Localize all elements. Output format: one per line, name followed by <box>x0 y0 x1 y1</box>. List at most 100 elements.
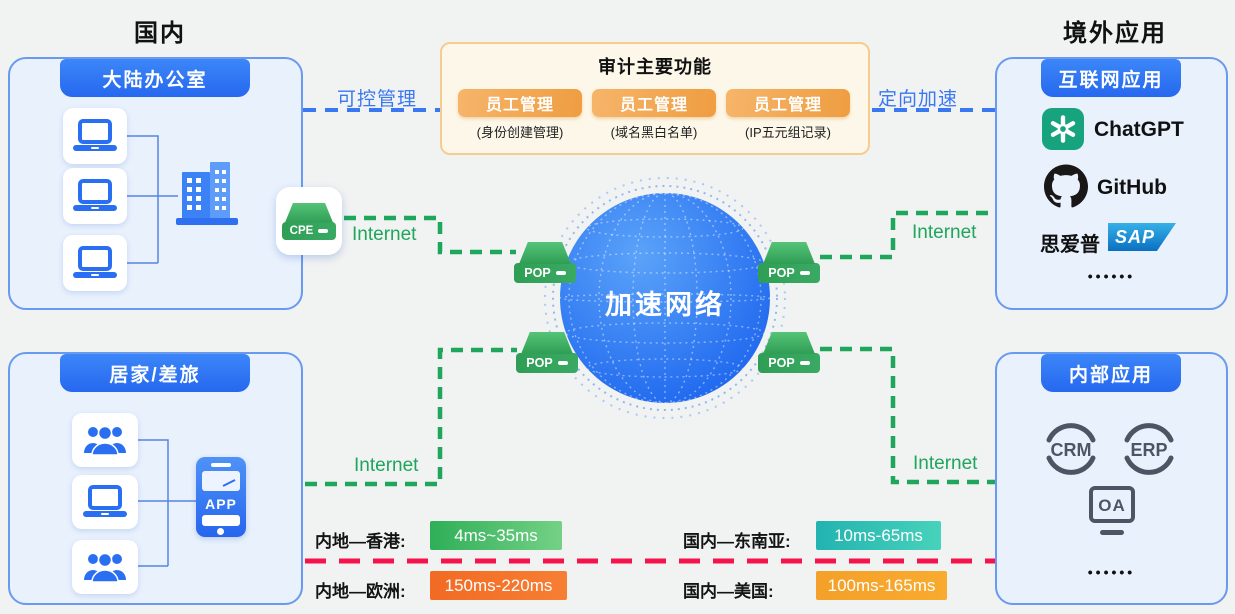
app-phone-icon: APP <box>196 457 246 537</box>
internet-apps-zone-header: 互联网应用 <box>1041 59 1181 97</box>
phone-home-dot <box>217 528 224 535</box>
sap-logo: SAP <box>1108 223 1176 251</box>
laptop-card <box>72 475 138 529</box>
audit-item-button: 员工管理 <box>458 89 582 117</box>
accelerated-line-label: 定向加速 <box>878 89 959 110</box>
pop-label-text: POP <box>768 356 795 370</box>
internet-line-label: Internet <box>913 453 978 474</box>
audit-item-caption: (IP五元组记录) <box>745 125 831 140</box>
sap-cn-label: 思爱普 <box>1040 234 1100 256</box>
pop-device-icon <box>521 332 573 354</box>
phone-screen <box>202 471 240 491</box>
laptop-icon <box>73 179 117 211</box>
chatgpt-logo-icon <box>1042 108 1084 150</box>
latency-route: 国内—东南亚: <box>683 532 791 551</box>
pop-label-text: POP <box>526 356 553 370</box>
internet-line-label: Internet <box>354 455 419 476</box>
users-icon <box>84 425 126 456</box>
pop-node-se: POP <box>758 332 820 373</box>
phone-bottom-bar <box>202 515 240 526</box>
svg-text:CRM: CRM <box>1051 440 1092 460</box>
crm-icon: CRM <box>1046 423 1096 475</box>
pop-label-text: POP <box>524 266 551 280</box>
office-connector-lines <box>127 135 178 264</box>
globe-dot-ring-outer <box>544 177 786 419</box>
audit-item-button: 员工管理 <box>726 89 850 117</box>
office-building-icon <box>176 162 238 225</box>
pop-device-icon <box>763 332 815 354</box>
phone-speaker-bar <box>211 463 231 467</box>
cpe-device-icon <box>285 202 333 223</box>
laptop-icon <box>73 119 117 151</box>
cpe-node-card: CPE <box>276 187 342 255</box>
people-card <box>72 540 138 594</box>
latency-route: 内地—香港: <box>315 532 406 551</box>
latency-route: 国内—美国: <box>683 582 774 601</box>
managed-line-label: 可控管理 <box>337 89 418 110</box>
internet-apps-zone-box <box>995 57 1228 310</box>
home-zone-box <box>8 352 303 605</box>
audit-title: 审计主要功能 <box>598 57 712 77</box>
phone-screen-line-icon <box>222 479 236 487</box>
pop-label: POP <box>514 263 576 283</box>
latency-badge: 150ms-220ms <box>430 571 567 600</box>
laptop-icon <box>73 246 117 278</box>
audit-item-button: 员工管理 <box>592 89 716 117</box>
laptop-icon <box>83 485 127 517</box>
svg-text:OA: OA <box>1098 496 1126 515</box>
latency-badge: 4ms~35ms <box>430 521 562 550</box>
internet-line-label: Internet <box>352 224 417 245</box>
svg-text:ERP: ERP <box>1130 440 1167 460</box>
laptop-card <box>63 168 127 224</box>
home-connector-lines <box>138 439 196 567</box>
acceleration-globe <box>544 177 786 419</box>
office-zone-header: 大陆办公室 <box>60 59 250 97</box>
cpe-dash-icon <box>318 228 329 233</box>
pop-label-text: POP <box>768 266 795 280</box>
internal-apps-zone-box <box>995 352 1228 605</box>
pop-label: POP <box>758 263 820 283</box>
pop-node-sw: POP <box>516 332 578 373</box>
people-card <box>72 413 138 467</box>
pop-node-nw: POP <box>514 242 576 283</box>
title-domestic: 国内 <box>134 20 186 47</box>
audit-item-caption: (域名黑白名单) <box>610 125 698 140</box>
audit-item-caption: (身份创建管理) <box>476 125 564 140</box>
latency-badge: 10ms-65ms <box>816 521 941 550</box>
title-overseas: 境外应用 <box>1063 20 1167 47</box>
more-apps-dots: •••••• <box>1087 268 1136 284</box>
internet-line-home-pop <box>305 347 517 487</box>
latency-badge: 100ms-165ms <box>816 571 947 600</box>
pop-dash-icon <box>799 271 810 275</box>
pop-label: POP <box>758 353 820 373</box>
github-logo-icon <box>1044 164 1088 208</box>
github-label: GitHub <box>1097 176 1167 199</box>
latency-route: 内地—欧洲: <box>315 582 406 601</box>
cpe-label: CPE <box>282 221 336 240</box>
laptop-card <box>63 235 127 291</box>
pop-node-ne: POP <box>758 242 820 283</box>
erp-icon: ERP <box>1124 423 1174 475</box>
pop-label: POP <box>516 353 578 373</box>
more-apps-dots: •••••• <box>1087 564 1136 580</box>
internet-line-pop-inetapps <box>820 210 995 260</box>
internal-apps-zone-header: 内部应用 <box>1041 354 1181 392</box>
phone-app-label: APP <box>205 496 237 512</box>
globe-dot-ring <box>552 185 778 411</box>
cpe-label-text: CPE <box>289 224 314 237</box>
users-icon <box>84 552 126 583</box>
internet-line-cpe-pop <box>344 215 516 255</box>
laptop-card <box>63 108 127 164</box>
internet-line-label: Internet <box>912 222 977 243</box>
pop-dash-icon <box>555 271 566 275</box>
globe-sphere <box>560 193 770 403</box>
pop-dash-icon <box>799 361 810 365</box>
oa-icon: OA <box>1089 486 1135 535</box>
office-zone-box <box>8 57 303 310</box>
chatgpt-label: ChatGPT <box>1094 118 1184 141</box>
home-zone-header: 居家/差旅 <box>60 354 250 392</box>
pop-device-icon <box>519 242 571 264</box>
globe-label: 加速网络 <box>605 290 725 320</box>
